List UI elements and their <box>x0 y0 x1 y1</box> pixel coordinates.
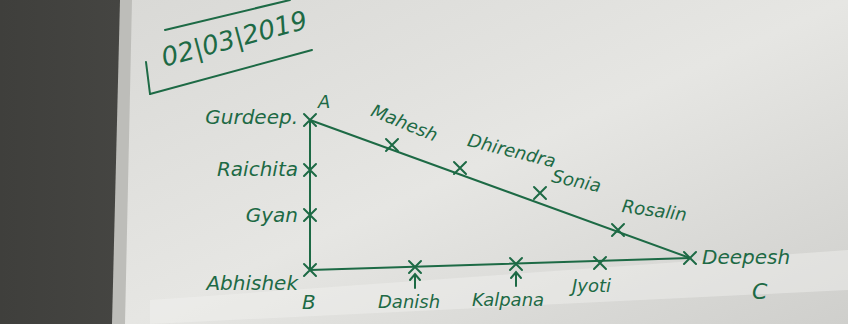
point-name: Gyan <box>246 204 298 226</box>
vertex-name: Deepesh <box>702 246 790 268</box>
vertex-name: Abhishek <box>206 272 298 294</box>
point-name: Raichita <box>217 158 298 180</box>
vertex-letter: C <box>752 280 767 304</box>
point-name: Kalpana <box>472 290 544 310</box>
vertex-name: Gurdeep. <box>205 106 298 128</box>
point-name: Jyoti <box>572 276 611 296</box>
vertex-letter: B <box>302 291 316 313</box>
point-name: Danish <box>378 292 440 312</box>
vertex-letter: A <box>318 92 330 112</box>
